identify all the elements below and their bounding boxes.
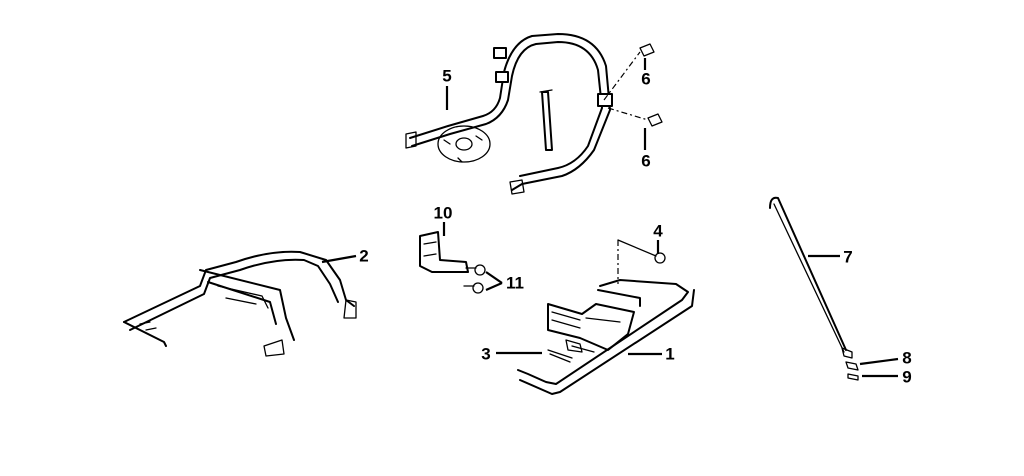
- callout-6-lower: 6: [641, 151, 651, 171]
- part-5-guard-bar: [405, 33, 613, 195]
- callout-5: 5: [442, 66, 452, 86]
- part-9-fitting: [847, 373, 859, 381]
- part-8-fitting: [845, 361, 859, 371]
- part-4-nut: [617, 239, 666, 284]
- part-10-bracket: [419, 231, 469, 273]
- callout-10: 10: [433, 203, 453, 223]
- part-1-luggage-rack: [517, 279, 695, 395]
- callout-2: 2: [359, 246, 369, 266]
- callout-7: 7: [843, 247, 853, 267]
- callout-3: 3: [481, 344, 491, 364]
- part-6-bolts: [603, 43, 663, 150]
- callout-4: 4: [653, 221, 663, 241]
- part-7-rod: [769, 196, 853, 359]
- part-3-bolt: [547, 339, 595, 363]
- leader-lines: [321, 86, 899, 378]
- part-2-carrier-frame: [123, 250, 357, 357]
- callout-9: 9: [902, 367, 912, 387]
- callout-1: 1: [665, 344, 675, 364]
- part-11-bolts: [463, 264, 486, 294]
- callout-11: 11: [506, 273, 524, 293]
- callout-6-upper: 6: [641, 69, 651, 89]
- callout-8: 8: [902, 348, 912, 368]
